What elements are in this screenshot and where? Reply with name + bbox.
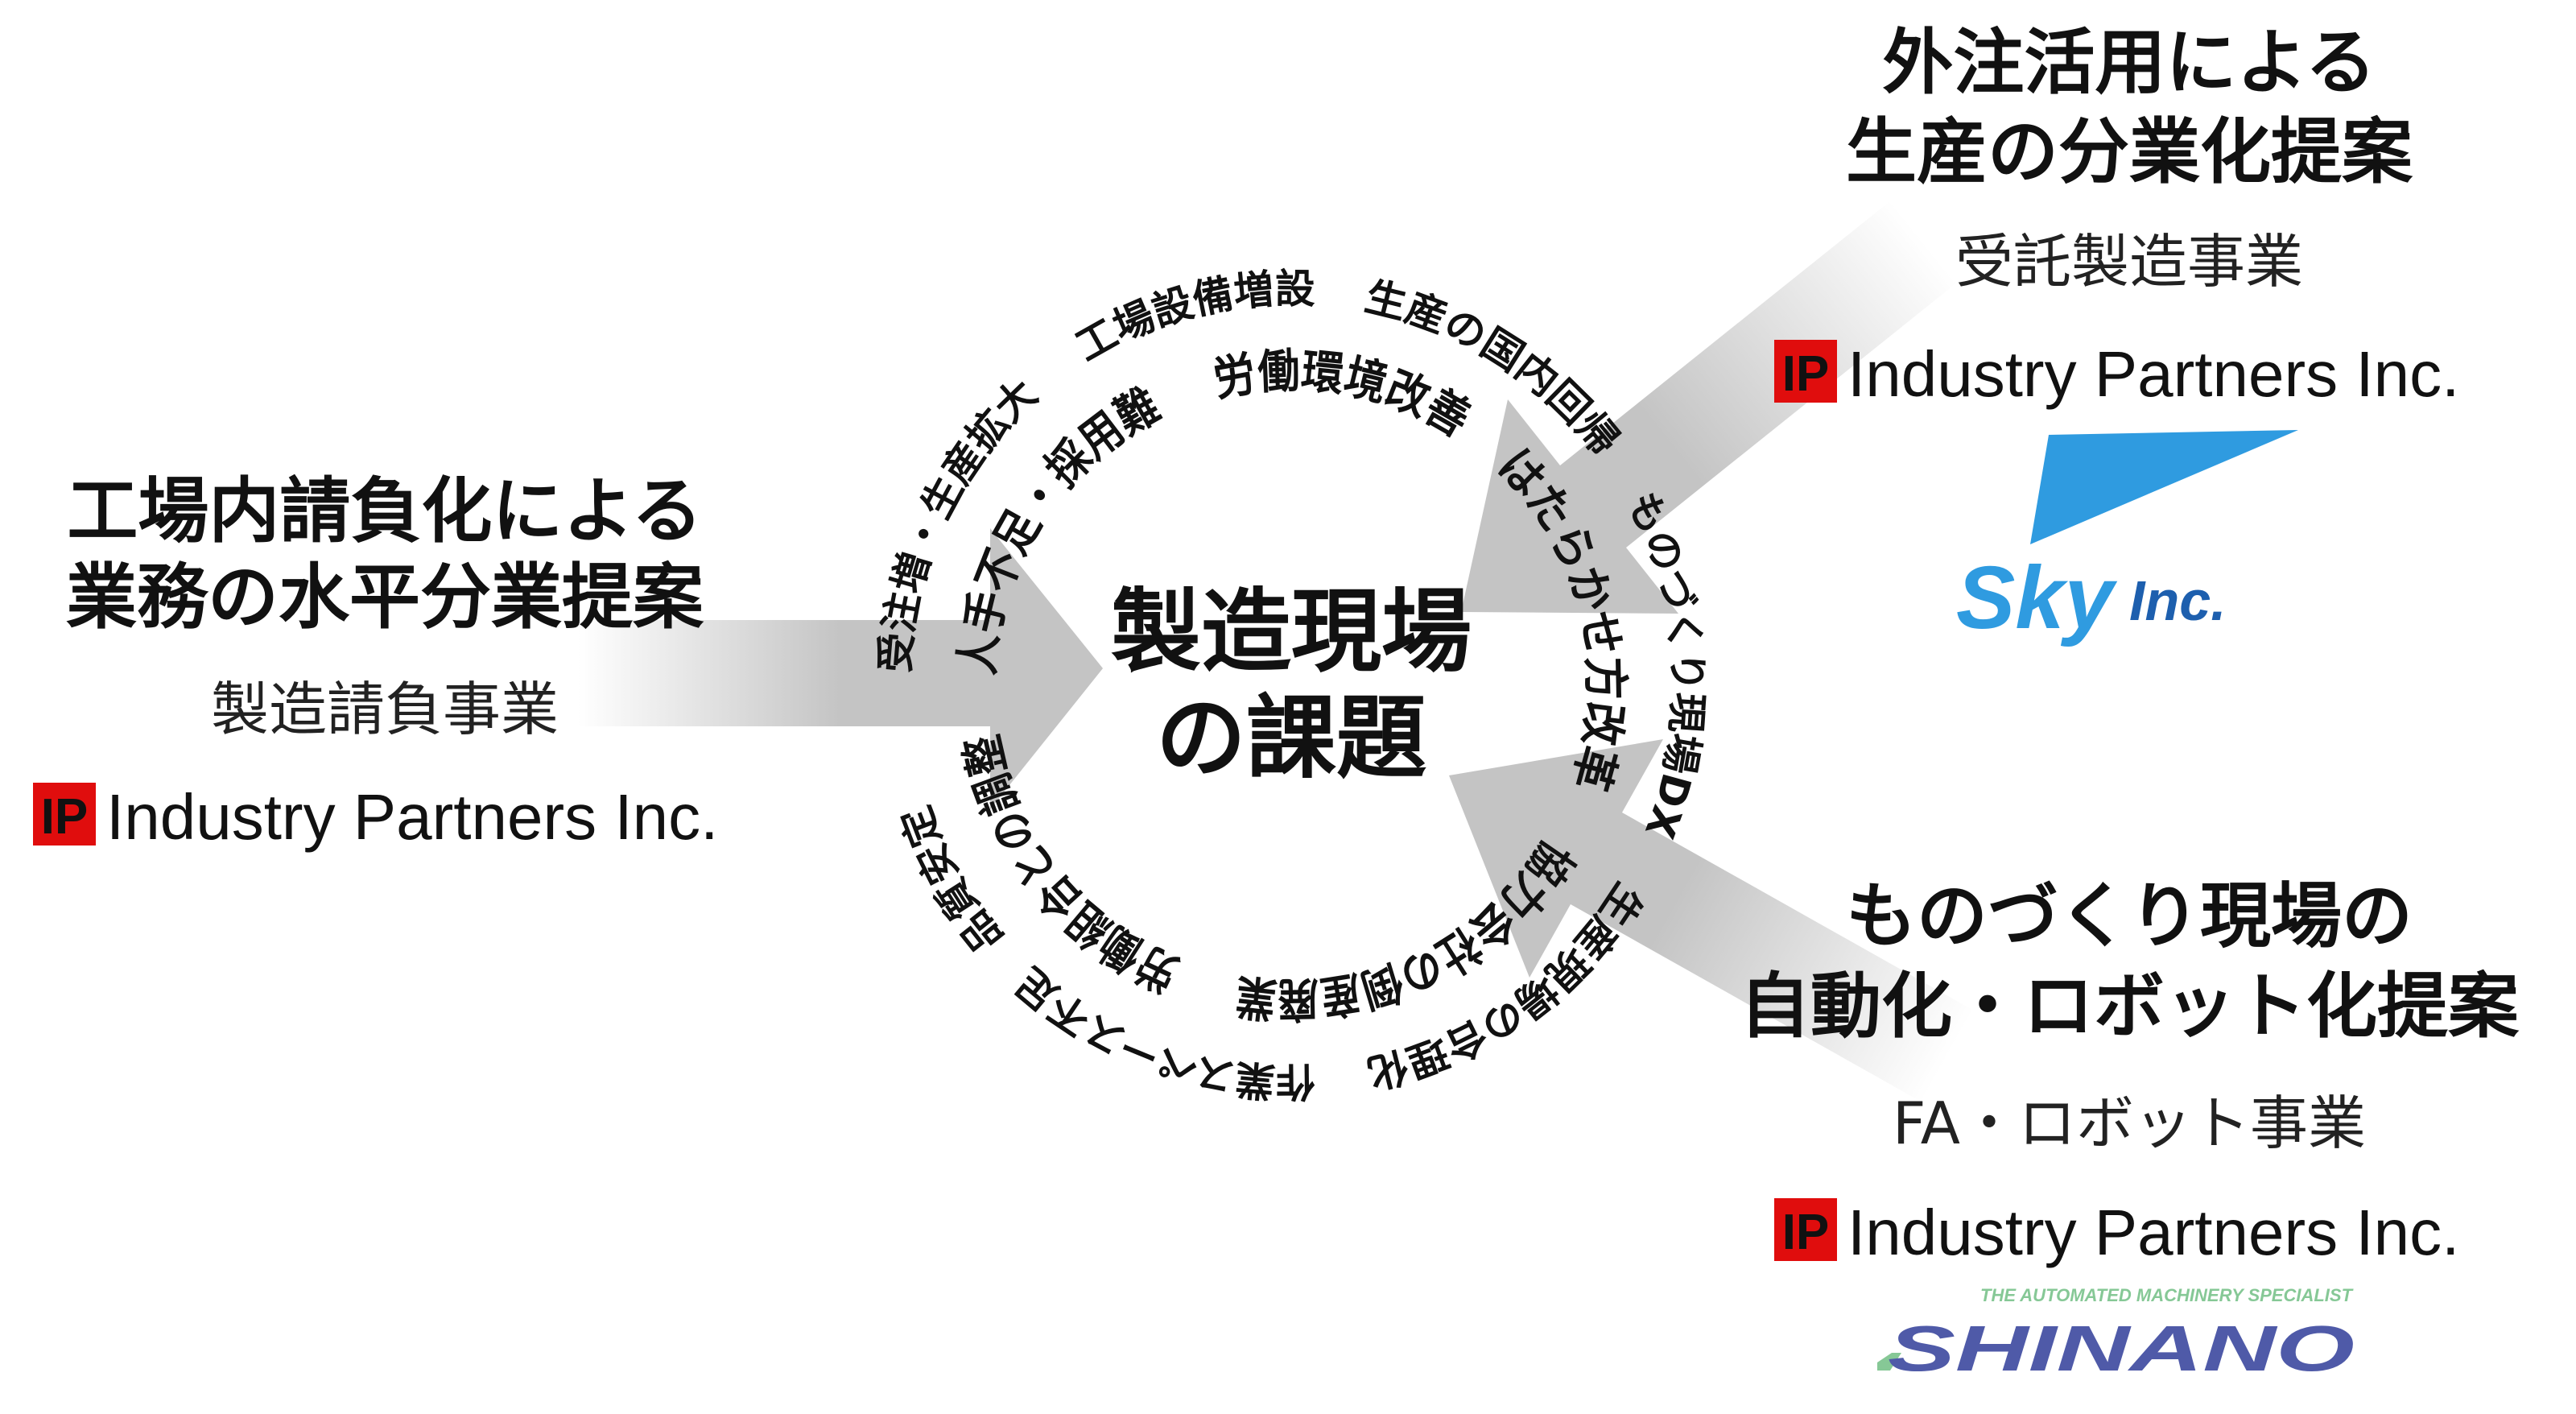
sky-logo-suffix: Inc. <box>2129 569 2227 632</box>
ip-logo: IP Industry Partners Inc. <box>33 781 718 853</box>
center-title-line2: の課題 <box>1156 686 1426 791</box>
top-right-business: 受託製造事業 <box>1955 228 2303 296</box>
center-title-line1: 製造現場 <box>1111 580 1472 684</box>
shinano-tagline: THE AUTOMATED MACHINERY SPECIALIST <box>1980 1285 2354 1305</box>
sky-logo-name: Sky <box>1956 548 2118 647</box>
bottom-right-heading-line2: 自動化・ロボット化提案 <box>1740 965 2520 1048</box>
left-heading-line1: 工場内請負化による <box>67 469 702 552</box>
left-business: 製造請負事業 <box>211 676 559 743</box>
top-right-arrow <box>1461 201 1957 614</box>
svg-text:IP: IP <box>1782 1205 1830 1260</box>
bottom-right-arrow <box>1449 739 1974 1102</box>
shinano-mark <box>1877 1353 1901 1371</box>
sky-logo-mark <box>2030 430 2298 544</box>
left-heading-line2: 業務の水平分業提案 <box>66 556 704 639</box>
svg-text:IP: IP <box>1782 346 1830 402</box>
ip-company-name: Industry Partners Inc. <box>1847 338 2459 410</box>
svg-text:IP: IP <box>41 789 89 845</box>
inner-ring-item: 労働環境改善 <box>1209 343 1480 447</box>
ip-logo-mark <box>1774 340 1837 403</box>
ip-logo: IP Industry Partners Inc. <box>1774 1197 2459 1268</box>
sky-logo: Sky Inc. <box>1956 430 2298 647</box>
top-right-heading-line2: 生産の分業化提案 <box>1846 110 2413 193</box>
ip-company-name: Industry Partners Inc. <box>1847 1197 2459 1268</box>
shinano-name: SHINANO <box>1888 1313 2355 1384</box>
bottom-right-business: FA・ロボット事業 <box>1893 1089 2366 1157</box>
ip-logo: IP Industry Partners Inc. <box>1774 338 2459 410</box>
top-right-heading-line1: 外注活用による <box>1882 21 2376 104</box>
left-arrow <box>578 528 1103 809</box>
ip-logo-mark <box>33 783 96 846</box>
bottom-right-heading-line1: ものづくり現場の <box>1846 874 2413 957</box>
inner-ring-item: 労働組合との調整 <box>954 730 1186 1002</box>
shinano-logo: THE AUTOMATED MACHINERY SPECIALIST SHINA… <box>1877 1285 2355 1384</box>
ip-company-name: Industry Partners Inc. <box>106 781 718 853</box>
ip-logo-mark <box>1774 1198 1837 1261</box>
